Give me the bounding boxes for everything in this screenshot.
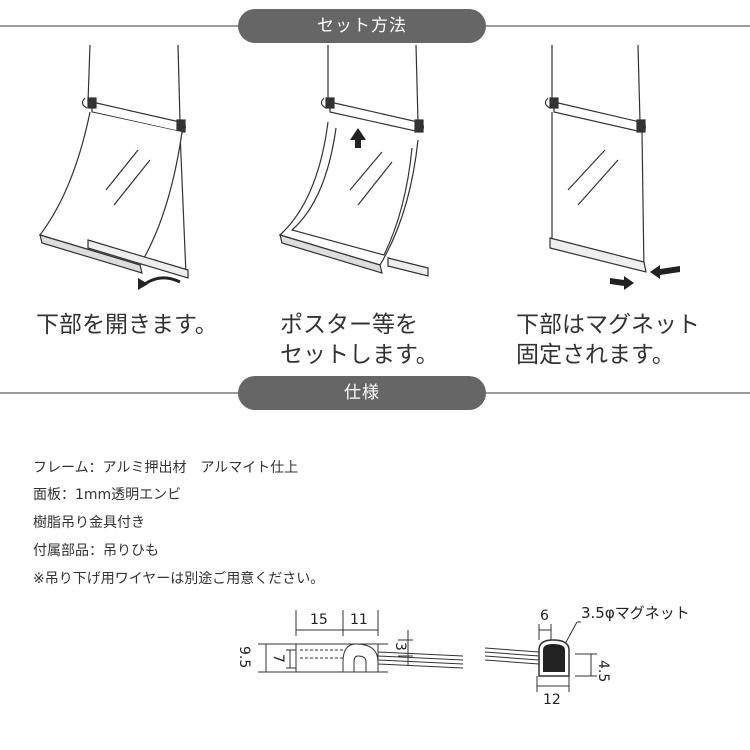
spec-hanger: 樹脂吊り金具付き — [33, 515, 145, 531]
dim-9.5-label: 9.5 — [238, 646, 252, 668]
dim-7-label: 7 — [270, 654, 286, 663]
step1-illustration — [39, 44, 189, 290]
right-cross-section: 6 3.5φマグネット 12 4.5 — [485, 604, 690, 708]
dim-15-label: 15 — [310, 612, 328, 628]
magnet-label: 3.5φマグネット — [581, 604, 690, 622]
step3-caption: 下部はマグネット 固定されます。 — [516, 312, 700, 368]
dim-6-label: 6 — [540, 608, 549, 624]
left-cross-section: 15 11 3 9.5 7 — [238, 610, 463, 673]
dim-3-label: 3 — [392, 642, 408, 651]
step1-caption: 下部を開きます。 — [36, 312, 218, 338]
spec-note: ※吊り下げ用ワイヤーは別途ご用意ください。 — [33, 571, 325, 587]
spec-section-title: 仕様 — [238, 376, 486, 410]
dim-4.5-label: 4.5 — [595, 660, 611, 682]
dim-11-label: 11 — [350, 612, 368, 628]
spec-frame: フレーム：アルミ押出材 アルマイト仕上 — [33, 460, 299, 476]
step2-caption: ポスター等を セットします。 — [280, 312, 439, 368]
spec-panel: 面板：1mm透明エンビ — [33, 487, 182, 503]
step2-illustration — [278, 44, 429, 277]
spec-accessory: 付属部品：吊りひも — [33, 543, 159, 559]
setup-section-title: セット方法 — [238, 9, 486, 43]
dim-12-label: 12 — [543, 692, 561, 708]
step3-illustration — [544, 44, 680, 290]
